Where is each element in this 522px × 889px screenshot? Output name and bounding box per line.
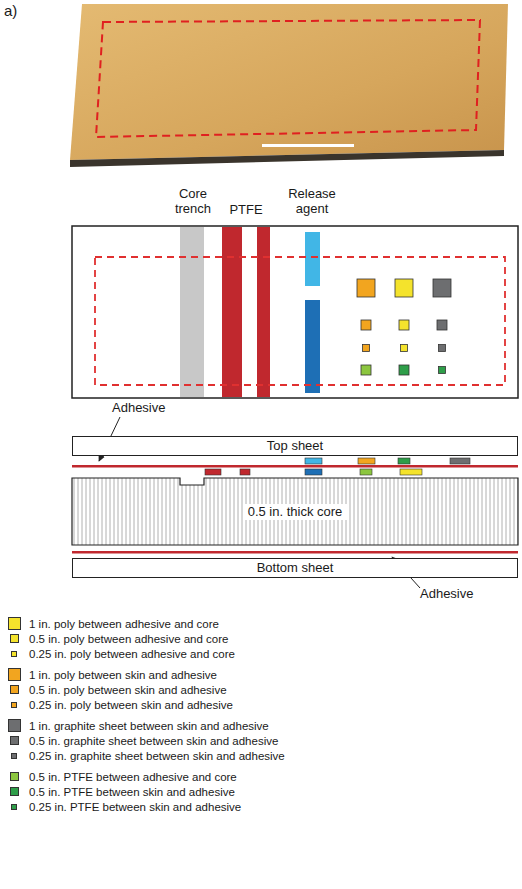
legend-text: 0.5 in. PTFE between skin and adhesive xyxy=(29,785,235,799)
legend-swatch xyxy=(10,685,19,694)
ptfe-strip xyxy=(257,227,270,397)
defect-square xyxy=(439,345,446,352)
inspection-region xyxy=(95,257,505,385)
legend-text: 1 in. poly between adhesive and core xyxy=(29,617,219,631)
legend-swatch xyxy=(10,772,19,781)
legend-swatch xyxy=(11,651,17,657)
defect-insert xyxy=(240,469,250,475)
legend-swatch-holder xyxy=(5,718,23,733)
legend-swatch-holder xyxy=(5,667,23,682)
legend-swatch-holder xyxy=(5,697,23,712)
legend-entry: 0.5 in. PTFE between skin and adhesive xyxy=(5,784,235,799)
sheet-box: Top sheet xyxy=(72,436,518,456)
defect-insert xyxy=(360,469,372,475)
legend-swatch xyxy=(8,617,21,630)
legend-entry: 1 in. graphite sheet between skin and ad… xyxy=(5,718,269,733)
legend-entry: 0.5 in. poly between adhesive and core xyxy=(5,631,228,646)
legend-text: 0.25 in. graphite sheet between skin and… xyxy=(29,749,285,763)
legend-text: 1 in. poly between skin and adhesive xyxy=(29,668,217,682)
legend-entry: 0.25 in. poly between adhesive and core xyxy=(5,646,235,661)
adhesive-layer xyxy=(72,551,518,554)
scale-bar xyxy=(262,144,354,147)
part-label: Core trench xyxy=(160,186,226,216)
defect-square xyxy=(363,345,370,352)
legend-swatch xyxy=(11,753,17,759)
legend-entry: 1 in. poly between skin and adhesive xyxy=(5,667,217,682)
legend-text: 0.5 in. PTFE between adhesive and core xyxy=(29,770,237,784)
defect-square xyxy=(399,320,409,330)
legend-swatch xyxy=(8,668,21,681)
legend-entry: 0.5 in. graphite sheet between skin and … xyxy=(5,733,278,748)
part-label: Release agent xyxy=(276,186,348,216)
part-label: PTFE xyxy=(226,202,266,217)
honeycomb-core xyxy=(72,478,518,545)
legend-text: 0.5 in. poly between adhesive and core xyxy=(29,632,228,646)
legend-entry: 0.25 in. graphite sheet between skin and… xyxy=(5,748,285,763)
defect-insert xyxy=(305,469,322,475)
legend-text: 0.5 in. graphite sheet between skin and … xyxy=(29,734,278,748)
defect-square xyxy=(437,320,447,330)
plan-outline xyxy=(72,226,518,398)
defect-insert xyxy=(305,458,322,464)
legend-entry: 0.5 in. PTFE between adhesive and core xyxy=(5,769,237,784)
figure-letter: a) xyxy=(4,3,17,18)
legend-swatch-holder xyxy=(5,784,23,799)
legend-text: 0.25 in. poly between skin and adhesive xyxy=(29,698,233,712)
defect-square xyxy=(439,367,446,374)
defect-square xyxy=(361,320,371,330)
defect-square xyxy=(401,345,408,352)
legend-swatch-holder xyxy=(5,631,23,646)
adhesive-layer xyxy=(72,465,518,468)
legend-swatch-holder xyxy=(5,748,23,763)
legend-swatch-holder xyxy=(5,616,23,631)
node-label: 0.5 in. thick core xyxy=(243,504,348,520)
legend-swatch xyxy=(8,719,21,732)
defect-insert xyxy=(205,469,221,475)
node-label: Bottom sheet xyxy=(257,561,334,575)
defect-insert xyxy=(358,458,375,464)
legend-swatch-holder xyxy=(5,682,23,697)
legend-text: 0.5 in. poly between skin and adhesive xyxy=(29,683,227,697)
legend-swatch-holder xyxy=(5,646,23,661)
legend-entry: 0.25 in. poly between skin and adhesive xyxy=(5,697,233,712)
defect-square xyxy=(357,279,375,297)
part-label: Adhesive xyxy=(112,400,165,415)
legend-entry: 0.5 in. poly between skin and adhesive xyxy=(5,682,227,697)
ptfe-strip xyxy=(222,227,242,397)
legend-swatch xyxy=(10,634,19,643)
defect-square xyxy=(399,365,409,375)
defect-insert xyxy=(450,458,470,464)
legend-swatch xyxy=(11,804,17,810)
part-label: Adhesive xyxy=(420,586,473,601)
legend-text: 0.25 in. poly between adhesive and core xyxy=(29,647,235,661)
panel-edge xyxy=(70,150,504,167)
legend-entry: 1 in. poly between adhesive and core xyxy=(5,616,219,631)
core-trench-strip xyxy=(180,227,204,397)
defect-square xyxy=(433,279,451,297)
panel-photo xyxy=(70,4,508,160)
inspection-region xyxy=(96,20,480,137)
legend-swatch xyxy=(11,702,17,708)
legend-swatch-holder xyxy=(5,799,23,814)
core-box: 0.5 in. thick core xyxy=(72,478,518,545)
release-agent-strip xyxy=(305,300,320,393)
release-agent-strip xyxy=(305,232,320,286)
legend-swatch xyxy=(10,787,19,796)
legend-swatch-holder xyxy=(5,733,23,748)
defect-square xyxy=(361,365,371,375)
defect-square xyxy=(395,279,413,297)
legend-swatch xyxy=(10,736,19,745)
defect-insert xyxy=(398,458,410,464)
legend-entry: 0.25 in. PTFE between skin and adhesive xyxy=(5,799,241,814)
legend-swatch-holder xyxy=(5,769,23,784)
legend-text: 0.25 in. PTFE between skin and adhesive xyxy=(29,800,241,814)
legend-text: 1 in. graphite sheet between skin and ad… xyxy=(29,719,269,733)
sheet-box: Bottom sheet xyxy=(72,558,518,578)
defect-insert xyxy=(400,469,422,475)
node-label: Top sheet xyxy=(267,439,323,453)
